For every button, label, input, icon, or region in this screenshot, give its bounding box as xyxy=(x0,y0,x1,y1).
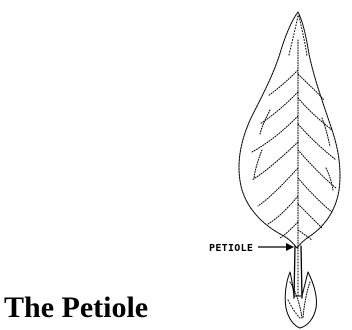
callout-label: PETIOLE xyxy=(209,243,253,254)
leaf-tip-detail xyxy=(289,16,298,55)
callout-arrowhead xyxy=(286,243,294,251)
leaf-veins-left xyxy=(252,70,298,238)
leaf-blade-outline xyxy=(239,12,340,248)
page-title: The Petiole xyxy=(4,291,148,325)
petiole-callout: PETIOLE xyxy=(209,243,294,254)
leaf-base-sheath xyxy=(285,272,316,328)
petiole-stalk xyxy=(294,246,295,298)
